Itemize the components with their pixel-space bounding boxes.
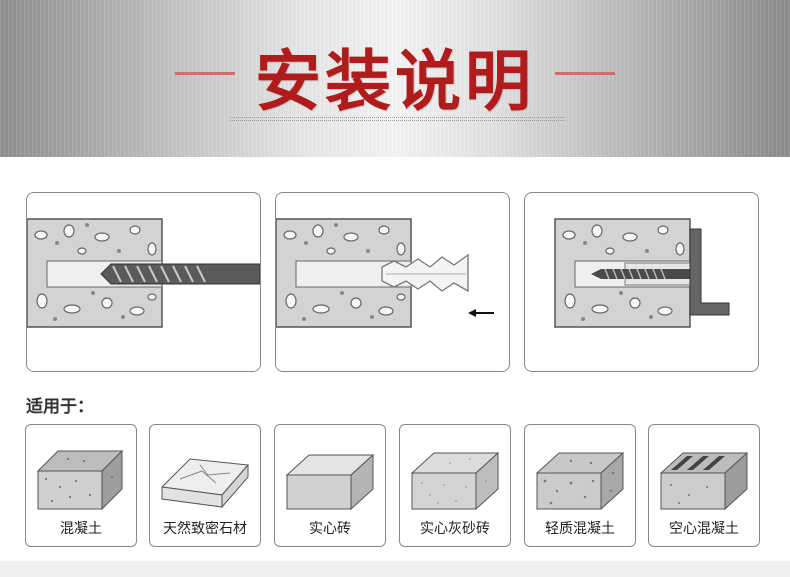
natural-stone-icon	[160, 458, 250, 509]
footer-strip	[0, 561, 790, 577]
solid-brick-icon	[285, 453, 375, 511]
material-label: 实心砖	[309, 521, 351, 537]
material-card-lime-sand-brick: 实心灰砂砖	[399, 424, 511, 547]
step-insert-panel	[275, 192, 510, 372]
title-left-rule	[175, 72, 235, 75]
insert-arrow-icon	[468, 309, 494, 317]
title-right-rule	[555, 72, 615, 75]
material-card-solid-brick: 实心砖	[274, 424, 386, 547]
step-drill-panel	[26, 192, 261, 372]
material-label: 实心灰砂砖	[420, 521, 490, 537]
material-label: 天然致密石材	[163, 521, 247, 537]
page-title: 安装说明	[255, 43, 535, 120]
concrete-block-icon	[36, 449, 124, 511]
applies-to-heading: 适用于：	[26, 397, 94, 417]
material-card-lightweight-concrete: 轻质混凝土	[524, 424, 636, 547]
lightweight-concrete-icon	[535, 451, 625, 511]
material-label: 空心混凝土	[669, 521, 739, 537]
step-fasten-panel	[524, 192, 759, 372]
insert-anchor-illustration	[276, 218, 494, 328]
material-card-concrete: 混凝土	[25, 424, 137, 547]
material-label: 混凝土	[60, 521, 102, 537]
banner-decoration	[230, 117, 565, 121]
lime-sand-brick-icon	[410, 451, 500, 511]
material-card-natural-stone: 天然致密石材	[149, 424, 261, 547]
drill-hole-illustration	[27, 218, 260, 328]
hollow-concrete-icon	[659, 451, 749, 511]
material-card-hollow-concrete: 空心混凝土	[648, 424, 760, 547]
header-banner: 安装说明	[0, 0, 790, 157]
material-label: 轻质混凝土	[545, 521, 615, 537]
fasten-screw-illustration	[554, 218, 730, 328]
